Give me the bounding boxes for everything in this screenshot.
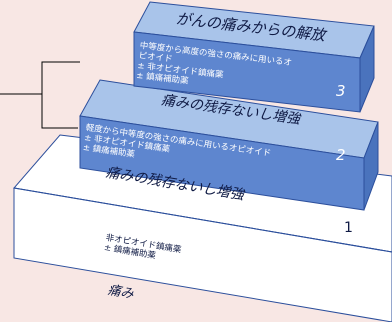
tier-2-level-number: 2 (336, 146, 346, 164)
tier-3-block (133, 1, 375, 113)
tier-3-level-number: 3 (336, 82, 346, 100)
base-label: 痛み (106, 283, 135, 302)
tier-bracket (0, 61, 80, 129)
tier-3-desc-line-2: ピオイド (138, 51, 173, 65)
tier-2-block (79, 79, 379, 211)
tier-1-level-number: 1 (344, 220, 353, 236)
